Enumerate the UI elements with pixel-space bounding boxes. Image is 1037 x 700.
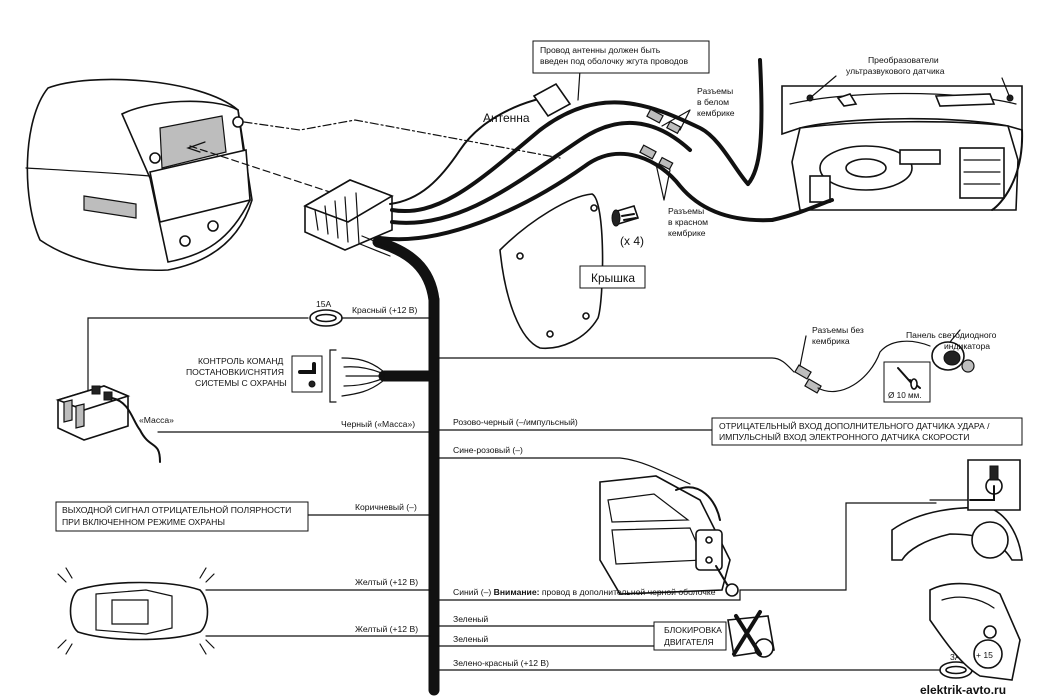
led-wire [437, 329, 975, 403]
ignition-switch [929, 582, 1021, 681]
red-wire-label: Красный (+12 В) [352, 305, 418, 315]
engine-block-line2: ДВИГАТЕЛЯ [664, 637, 714, 647]
car-door [599, 475, 739, 597]
blue-pink-label: Сине-розовый (–) [453, 445, 523, 455]
red-wire [87, 309, 431, 395]
watermark: elektrik-avto.ru [920, 683, 1006, 697]
neg-input-line1: ОТРИЦАТЕЛЬНЫЙ ВХОД ДОПОЛНИТЕЛЬНОГО ДАТЧИ… [719, 420, 990, 431]
fuse-15a: 15А [316, 299, 332, 309]
blue-wire-rest: провод в дополнительной черной оболочке [539, 587, 715, 597]
blue-pink-wire [437, 457, 691, 485]
mass-label: «Масса» [139, 415, 174, 425]
car-top-view [57, 567, 215, 655]
output-signal-line2: ПРИ ВКЛЮЧЕННОМ РЕЖИМЕ ОХРАНЫ [62, 517, 225, 527]
blue-wire-attention: Внимание: [494, 587, 540, 597]
antenna-note-box [532, 40, 710, 74]
upper-harness [359, 94, 774, 306]
antenna [532, 69, 581, 118]
alarm-unit-housing [25, 78, 253, 272]
blue-wire [437, 502, 937, 601]
green-red-label: Зелено-красный (+12 В) [453, 658, 549, 668]
plus-15-label: + 15 [976, 650, 993, 660]
inline-connectors [639, 108, 691, 201]
black-wire-label: Черный («Масса») [341, 419, 415, 429]
led-hole-size: Ø 10 мм. [888, 391, 922, 400]
car-interior-dashboard [746, 58, 1024, 222]
led-panel-line1: Панель светодиодного [906, 330, 997, 340]
antenna-label: Антенна [483, 111, 530, 125]
main-connector [303, 179, 394, 251]
white-connectors-line2: в белом [697, 97, 729, 107]
brown-wire-label: Коричневый (–) [355, 502, 417, 512]
cover-label: Крышка [591, 271, 635, 285]
noshrink-connectors-line2: кембрика [812, 336, 850, 346]
insert-guides [186, 119, 561, 193]
cover-label-box [579, 265, 646, 289]
pink-black-label: Розово-черный (–/импульсный) [453, 417, 578, 427]
fuse-3a: 3А [950, 652, 961, 662]
led-panel-line2: индикатора [944, 341, 990, 351]
green-wire-2-label: Зеленый [453, 634, 488, 644]
output-signal-box [55, 501, 309, 532]
control-line3: СИСТЕМЫ С ОХРАНЫ [195, 378, 287, 388]
yellow-wire-2-label: Желтый (+12 В) [355, 624, 418, 634]
engine-block-line1: БЛОКИРОВКА [664, 625, 722, 635]
white-connectors-line1: Разъемы [697, 86, 733, 96]
car-hood [891, 459, 1023, 561]
control-bundle [291, 349, 440, 403]
control-line1: КОНТРОЛЬ КОМАНД [198, 356, 284, 366]
battery [55, 385, 161, 463]
output-signal-line1: ВЫХОДНОЙ СИГНАЛ ОТРИЦАТЕЛЬНОЙ ПОЛЯРНОСТИ [62, 504, 291, 515]
antenna-note-line2: введен под оболочку жгута проводов [540, 56, 688, 66]
blue-wire-prefix: Синий (–) [453, 587, 494, 597]
red-connectors-line3: кембрике [668, 228, 706, 238]
red-connectors-line2: в красном [668, 217, 708, 227]
white-connectors-line3: кембрике [697, 108, 735, 118]
neg-input-line2: ИМПУЛЬСНЫЙ ВХОД ЭЛЕКТРОННОГО ДАТЧИКА СКО… [719, 431, 969, 442]
blue-wire-label: Синий (–) Внимание: провод в дополнитель… [453, 587, 716, 597]
ultrasonic-line1: Преобразователи [868, 55, 939, 65]
green-wire-1-label: Зеленый [453, 614, 488, 624]
cover-plate [499, 193, 604, 350]
screw [611, 205, 640, 227]
neg-input-box [711, 417, 1023, 446]
ultrasonic-line2: ультразвукового датчика [846, 66, 945, 76]
screw-count: (x 4) [620, 234, 644, 248]
noshrink-connectors-line1: Разъемы без [812, 325, 864, 335]
red-connectors-line1: Разъемы [668, 206, 704, 216]
starter-motor [727, 610, 775, 658]
control-line2: ПОСТАНОВКИ/СНЯТИЯ [186, 367, 284, 377]
antenna-note-line1: Провод антенны должен быть [540, 45, 661, 55]
engine-block-box [653, 621, 727, 651]
yellow-wire-1-label: Желтый (+12 В) [355, 577, 418, 587]
